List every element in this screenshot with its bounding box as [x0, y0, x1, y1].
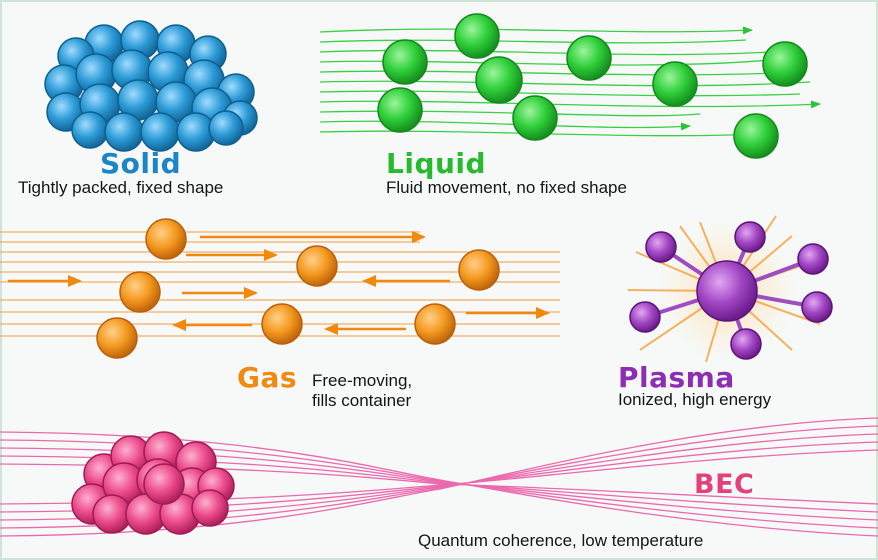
bec-description: Quantum coherence, low temperature: [418, 531, 704, 550]
plasma-title: Plasma: [618, 361, 735, 394]
gas-arrows: [8, 231, 550, 335]
gas-particles: [96, 218, 500, 359]
gas-motion-lines: [0, 231, 560, 337]
liquid-title: Liquid: [386, 147, 487, 180]
plasma-description: Ionized, high energy: [618, 390, 772, 409]
liquid-description: Fluid movement, no fixed shape: [386, 178, 627, 197]
solid-description: Tightly packed, fixed shape: [18, 178, 224, 197]
solid-particle-cluster: [44, 20, 258, 152]
liquid-particles: [377, 13, 808, 159]
bec-particle-cluster: [71, 431, 235, 535]
plasma-nucleus: [696, 260, 758, 322]
gas-description: Free-moving, fills container: [312, 371, 413, 410]
bec-title: BEC: [694, 469, 755, 500]
gas-title: Gas: [237, 361, 298, 394]
plasma-particles: [629, 221, 833, 360]
solid-title: Solid: [100, 147, 182, 180]
